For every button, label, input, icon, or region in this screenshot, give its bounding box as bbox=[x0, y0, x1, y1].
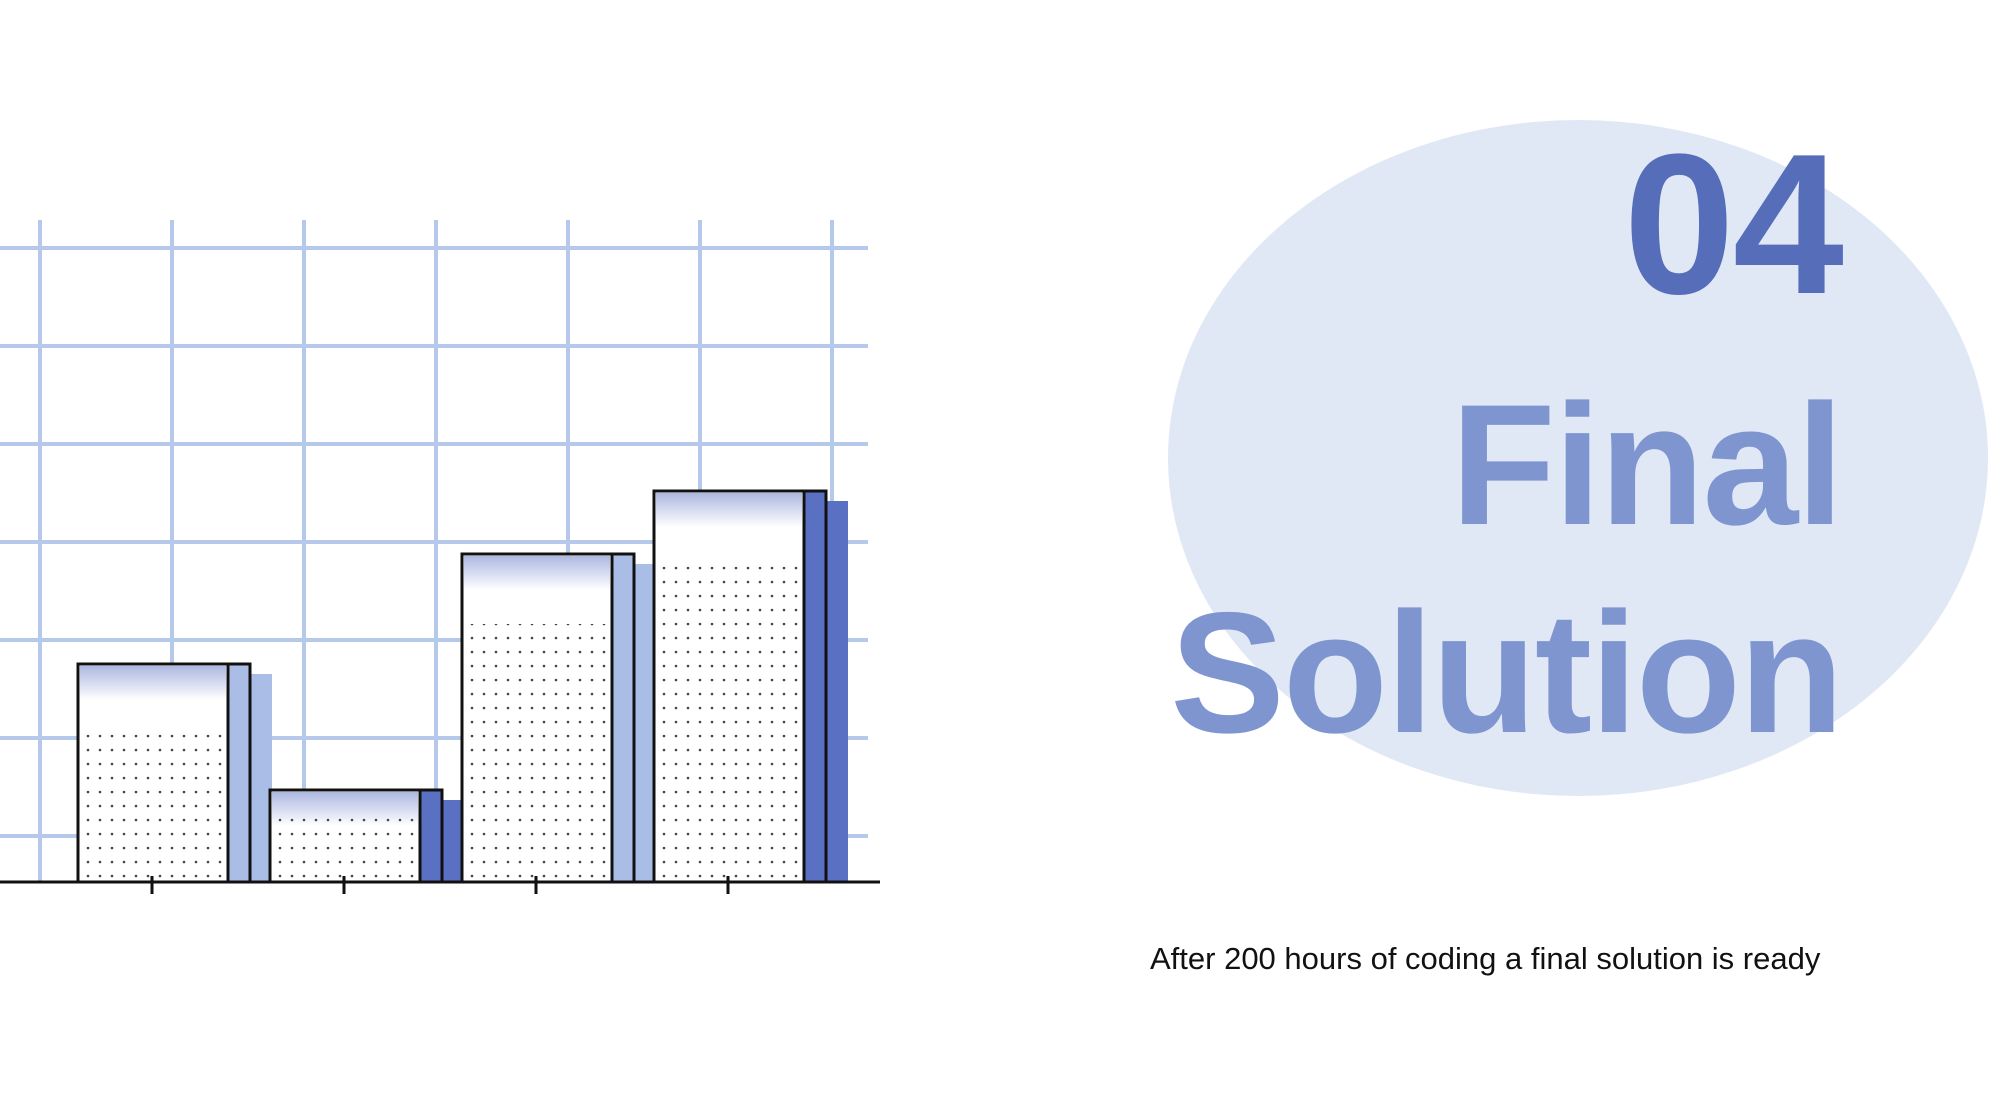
bar-top-speckle bbox=[272, 792, 418, 826]
bar-2 bbox=[268, 788, 464, 884]
bar-dot-texture bbox=[84, 729, 224, 882]
chart-ticks bbox=[150, 876, 730, 894]
bar-side bbox=[228, 664, 250, 882]
bar-chart-illustration bbox=[0, 220, 880, 894]
section-number: 04 bbox=[1623, 113, 1844, 336]
bar-4 bbox=[652, 489, 848, 884]
section-title-line-2: Solution bbox=[1170, 577, 1844, 769]
bar-side bbox=[612, 554, 634, 882]
bar-3 bbox=[460, 552, 656, 884]
bar-dot-texture bbox=[660, 561, 800, 882]
bar-side bbox=[420, 790, 442, 882]
section-title: Final Solution bbox=[1170, 361, 1844, 777]
bar-top-speckle bbox=[656, 493, 802, 527]
chart-bars bbox=[76, 489, 848, 884]
background-circle bbox=[1168, 120, 1988, 796]
bar-dot-texture bbox=[276, 817, 416, 882]
section-title-line-1: Final bbox=[1450, 369, 1844, 561]
bar-dot-texture bbox=[468, 624, 608, 882]
bar-1 bbox=[76, 662, 272, 884]
title-block: 04 Final Solution bbox=[1170, 113, 1844, 777]
bar-side bbox=[804, 491, 826, 882]
bar-top-speckle bbox=[80, 666, 226, 700]
bar-top-speckle bbox=[464, 556, 610, 590]
subtitle: After 200 hours of coding a final soluti… bbox=[1150, 941, 1821, 976]
